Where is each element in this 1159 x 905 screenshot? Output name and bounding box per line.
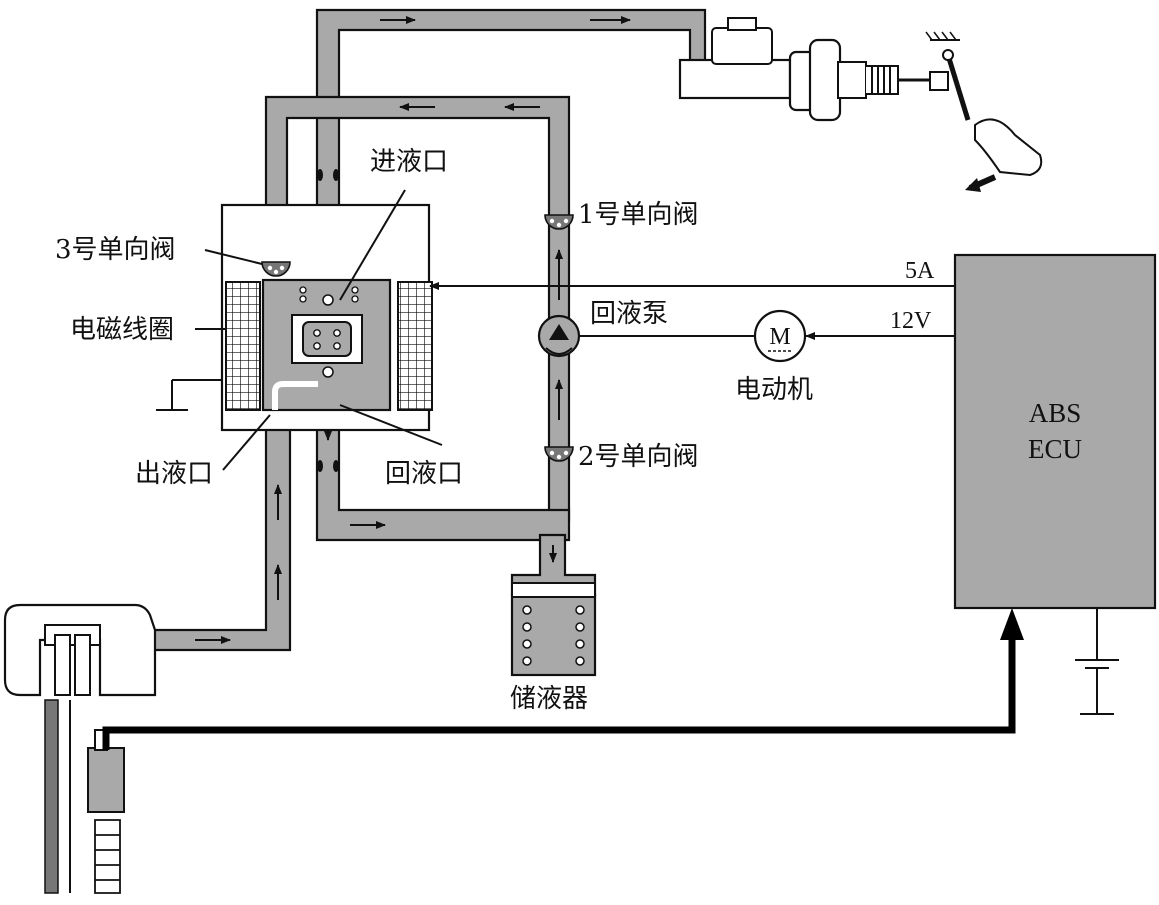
- accumulator: [510, 582, 597, 677]
- electrical-wiring: [102, 282, 1119, 750]
- diagram-labels: 进液口 3号单向阀 1号单向阀 2号单向阀 电磁线圈 出液口 回液口 回液泵 电…: [55, 147, 935, 714]
- label-motor: 电动机: [735, 375, 813, 405]
- check-valve-2: [544, 446, 574, 462]
- pipe-outlet-wheel: [148, 418, 292, 652]
- abs-ecu: ABS ECU: [953, 253, 1157, 610]
- check-valve-3: [261, 261, 291, 277]
- motor-symbol-text: M: [769, 324, 790, 350]
- ecu-label-ecu: ECU: [1028, 434, 1082, 464]
- solenoid-valve: [220, 203, 433, 432]
- label-accumulator: 储液器: [510, 684, 588, 714]
- solenoid-coil-right: [397, 281, 433, 411]
- motor-symbol: M: [753, 309, 807, 363]
- check-valve-1: [544, 214, 574, 230]
- leader-lines: [195, 189, 443, 471]
- label-return-pump: 回液泵: [590, 299, 668, 329]
- return-pump: [537, 314, 581, 358]
- label-check-valve-2: 2号单向阀: [578, 442, 699, 472]
- label-check-valve-1: 1号单向阀: [578, 200, 699, 230]
- flow-arrows: [195, 16, 631, 644]
- label-check-valve-3: 3号单向阀: [55, 235, 176, 265]
- pipe-orifices: [317, 169, 339, 472]
- master-cylinder-assembly: [678, 17, 1043, 192]
- ecu-label-abs: ABS: [1029, 398, 1082, 428]
- solenoid-coil-left: [225, 281, 261, 411]
- label-inlet-port: 进液口: [370, 147, 448, 177]
- label-current-signal: 5A: [905, 258, 935, 284]
- label-voltage-signal: 12V: [890, 308, 932, 334]
- label-solenoid-coil: 电磁线圈: [70, 315, 174, 345]
- label-return-port: 回液口: [385, 459, 463, 489]
- label-outlet-port: 出液口: [135, 459, 213, 489]
- wheel-caliper: [3, 603, 157, 894]
